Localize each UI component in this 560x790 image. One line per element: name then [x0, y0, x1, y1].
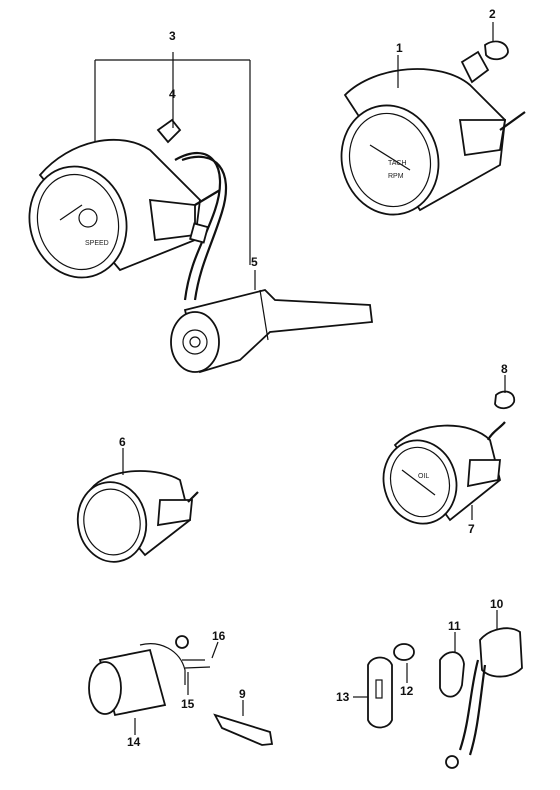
clip-9 [213, 713, 274, 746]
callout-14: 14 [127, 735, 141, 749]
callout-15: 15 [181, 697, 195, 711]
callout-16: 16 [212, 629, 226, 643]
socket-10 [445, 627, 523, 769]
speedometer-dial-text: SPEED [85, 240, 109, 247]
tachometer-dial-text-1: TACH [388, 160, 407, 167]
plate-13 [367, 656, 393, 729]
callout-7: 7 [468, 522, 475, 536]
bulb-8 [494, 390, 516, 410]
callout-3: 3 [169, 29, 176, 43]
callout-6: 6 [119, 435, 126, 449]
callout-1: 1 [396, 41, 403, 55]
callout-13: 13 [336, 690, 350, 704]
indicator-lamp-14 [88, 635, 211, 717]
cable-drive-unit [170, 289, 374, 374]
callout-11: 11 [448, 619, 461, 633]
callout-4: 4 [169, 87, 176, 101]
washer-12 [393, 643, 415, 661]
callout-10: 10 [490, 597, 504, 611]
bulb-socket-2 [484, 40, 509, 61]
tachometer-dial-text-2: RPM [388, 173, 404, 180]
tachometer-assembly: TACH RPM [340, 50, 526, 216]
callout-5: 5 [251, 255, 258, 269]
gauge-6 [76, 470, 199, 563]
leader-lines [122, 22, 506, 735]
callout-2: 2 [489, 7, 496, 21]
callout-8: 8 [501, 362, 508, 376]
callout-9: 9 [239, 687, 246, 701]
speedometer-assembly: SPEED [28, 59, 251, 301]
oil-gauge-7: OIL [382, 421, 506, 525]
oil-gauge-dial-text: OIL [418, 473, 429, 480]
callout-12: 12 [400, 684, 414, 698]
grommet-11 [439, 651, 465, 698]
